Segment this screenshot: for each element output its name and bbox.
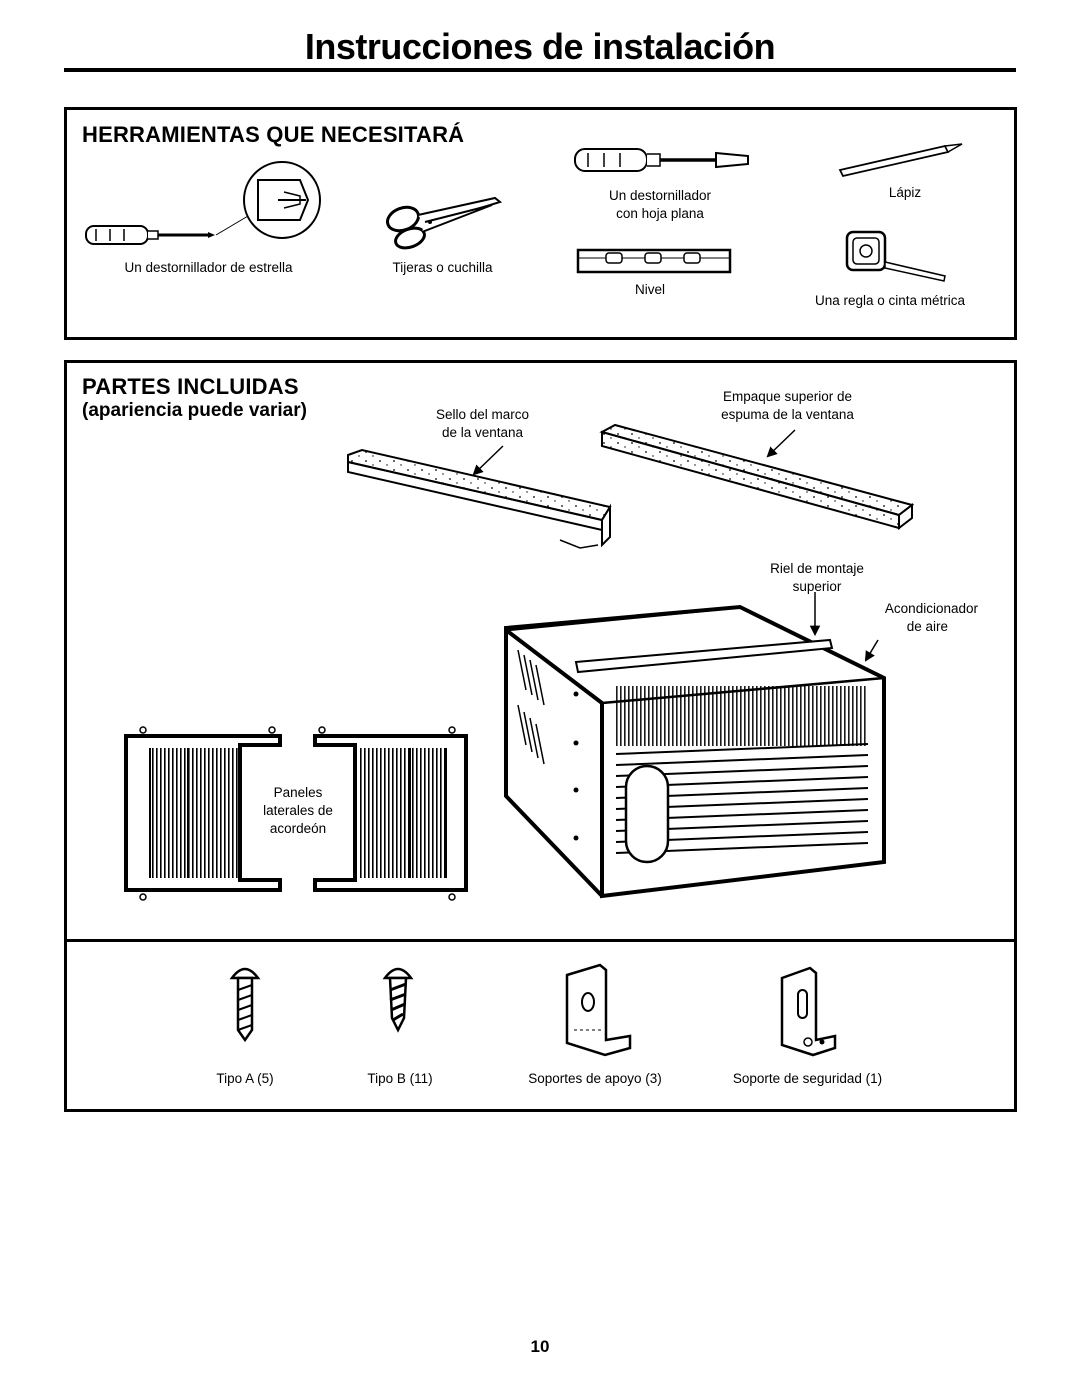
tape-measure-icon [845, 230, 946, 282]
callout-ac-1: Acondicionador [884, 601, 978, 616]
parts-heading: PARTES INCLUIDAS [82, 374, 299, 399]
scissors-icon [386, 196, 503, 250]
page-number: 10 [530, 1337, 550, 1356]
tools-section [64, 107, 1017, 340]
right-side-panel-icon [313, 726, 468, 901]
callout-rail-2: superior [792, 579, 842, 594]
hardware-label-security: Soporte de seguridad (1) [732, 1071, 883, 1086]
screw-type-b-icon [382, 967, 414, 1033]
callout-panels-3: acordeón [269, 821, 327, 836]
page-title: Instrucciones de instalación [304, 26, 776, 67]
hardware-label-type-b: Tipo B (11) [367, 1071, 433, 1086]
callout-foam-2: espuma de la ventana [721, 407, 854, 422]
flat-screwdriver-icon [574, 148, 749, 172]
left-side-panel-icon [124, 726, 282, 901]
sill-seal-icon [347, 445, 612, 549]
tool-label-scissors: Tijeras o cuchilla [392, 260, 493, 275]
tool-label-flat-line2: con hoja plana [616, 206, 704, 221]
tool-label-level: Nivel [634, 282, 665, 297]
tools-heading: HERRAMIENTAS QUE NECESITARÁ [82, 122, 465, 147]
callout-panels-2: laterales de [263, 803, 333, 818]
foam-gasket-icon [599, 423, 915, 531]
hardware-label-support: Soportes de apoyo (3) [528, 1071, 662, 1086]
parts-section [64, 360, 1017, 1112]
security-bracket-icon [780, 966, 837, 1057]
tool-label-flat-line1: Un destornillador [608, 188, 712, 203]
support-bracket-icon [565, 963, 632, 1057]
phillips-screwdriver-icon [85, 161, 321, 245]
hardware-label-type-a: Tipo A (5) [216, 1071, 274, 1086]
callout-ac-2: de aire [906, 619, 948, 634]
callout-rail-1: Riel de montaje [770, 561, 864, 576]
screw-type-a-icon [229, 967, 261, 1043]
callout-sill-seal-1: Sello del marco [435, 407, 530, 422]
parts-divider [64, 939, 1017, 942]
tool-label-pencil: Lápiz [888, 185, 922, 200]
tool-label-phillips: Un destornillador de estrella [124, 260, 293, 275]
tool-label-tape: Una regla o cinta métrica [814, 293, 966, 308]
callout-foam-1: Empaque superior de [722, 389, 853, 404]
callout-panels-1: Paneles [273, 785, 323, 800]
pencil-icon [838, 143, 963, 178]
level-icon [576, 248, 732, 274]
callout-sill-seal-2: de la ventana [441, 425, 524, 440]
parts-subheading: (apariencia puede variar) [82, 400, 307, 421]
title-rule [64, 68, 1016, 72]
air-conditioner-icon [504, 592, 886, 899]
